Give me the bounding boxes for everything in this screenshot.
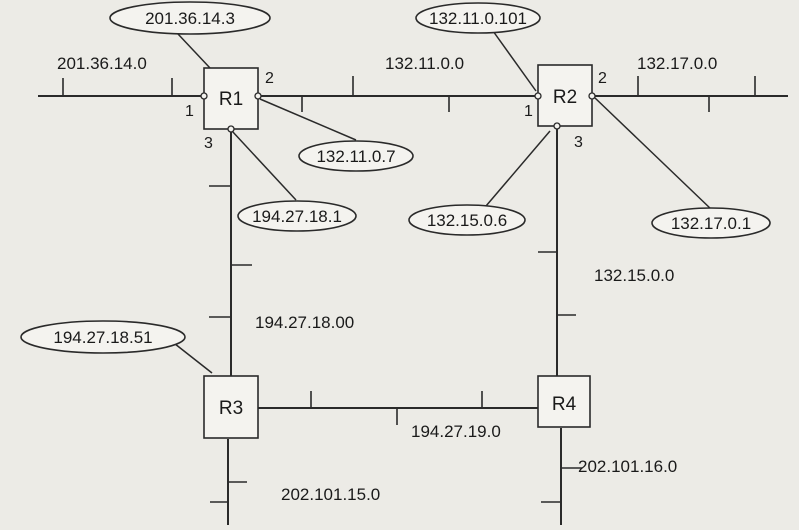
leader-line [492, 30, 537, 92]
address-bubble: 132.15.0.6 [408, 204, 526, 236]
router-label: R1 [219, 89, 243, 110]
port-dot [227, 125, 235, 133]
leader-line [259, 98, 357, 141]
port-label: 3 [204, 135, 213, 152]
router-r1: R1 [203, 67, 259, 130]
network-label: 194.27.18.00 [255, 313, 354, 332]
network-label: 132.17.0.0 [637, 54, 717, 73]
leader-line [169, 339, 213, 374]
address-leaders [169, 30, 713, 374]
address-ellipse [651, 207, 771, 239]
port-label: 1 [185, 103, 194, 120]
address-ellipse [298, 140, 414, 172]
address-bubble: 194.27.18.51 [20, 320, 186, 354]
address-label: 132.17.0.1 [671, 214, 751, 233]
leader-line [231, 130, 297, 201]
router-r2: R2 [537, 64, 593, 127]
address-bubble: 132.11.0.101 [415, 2, 541, 34]
port-dot [553, 122, 561, 130]
leader-line [177, 33, 211, 69]
port-dot [200, 92, 208, 100]
port-label: 2 [598, 70, 607, 87]
network-label: 194.27.19.0 [411, 422, 501, 441]
network-label: 202.101.15.0 [281, 485, 380, 504]
router-box [203, 375, 259, 439]
network-label: 201.36.14.0 [57, 54, 147, 73]
router-label: R3 [219, 398, 243, 419]
address-bubble: 201.36.14.3 [109, 1, 271, 35]
address-ellipse [408, 204, 526, 236]
address-label: 194.27.18.51 [53, 328, 152, 347]
leader-line [593, 96, 713, 211]
address-bubble: 194.27.18.1 [237, 200, 357, 232]
port-label: 3 [574, 134, 583, 151]
router-r4: R4 [537, 375, 591, 428]
port-labels: 1 2 3 1 2 3 [185, 70, 607, 152]
address-ellipse [20, 320, 186, 354]
network-label: 132.11.0.0 [385, 54, 464, 73]
router-box [537, 375, 591, 428]
address-label: 194.27.18.1 [252, 207, 342, 226]
network-label: 202.101.16.0 [578, 457, 677, 476]
address-label: 132.11.0.7 [316, 147, 395, 166]
address-label: 201.36.14.3 [145, 9, 235, 28]
network-label: 132.15.0.0 [594, 266, 674, 285]
address-label: 132.15.0.6 [427, 211, 507, 230]
address-bubble: 132.11.0.7 [298, 140, 414, 172]
router-r3: R3 [203, 375, 259, 439]
port-label: 1 [524, 103, 533, 120]
address-label: 132.11.0.101 [429, 9, 527, 28]
router-label: R2 [553, 87, 577, 108]
router-ports [200, 92, 596, 133]
address-ellipse [237, 200, 357, 232]
address-ellipse [415, 2, 541, 34]
address-ellipses: 201.36.14.3 132.11.0.101 132.11.0.7 194.… [20, 1, 771, 354]
port-dot [534, 92, 542, 100]
network-ticks [62, 76, 756, 503]
leader-line [485, 130, 551, 207]
port-label: 2 [265, 70, 274, 87]
address-ellipse [109, 1, 271, 35]
address-bubble: 132.17.0.1 [651, 207, 771, 239]
port-dot [588, 92, 596, 100]
router-label: R4 [552, 394, 577, 415]
port-dot [254, 92, 262, 100]
network-labels: 201.36.14.0 132.11.0.0 132.17.0.0 194.27… [57, 54, 717, 504]
